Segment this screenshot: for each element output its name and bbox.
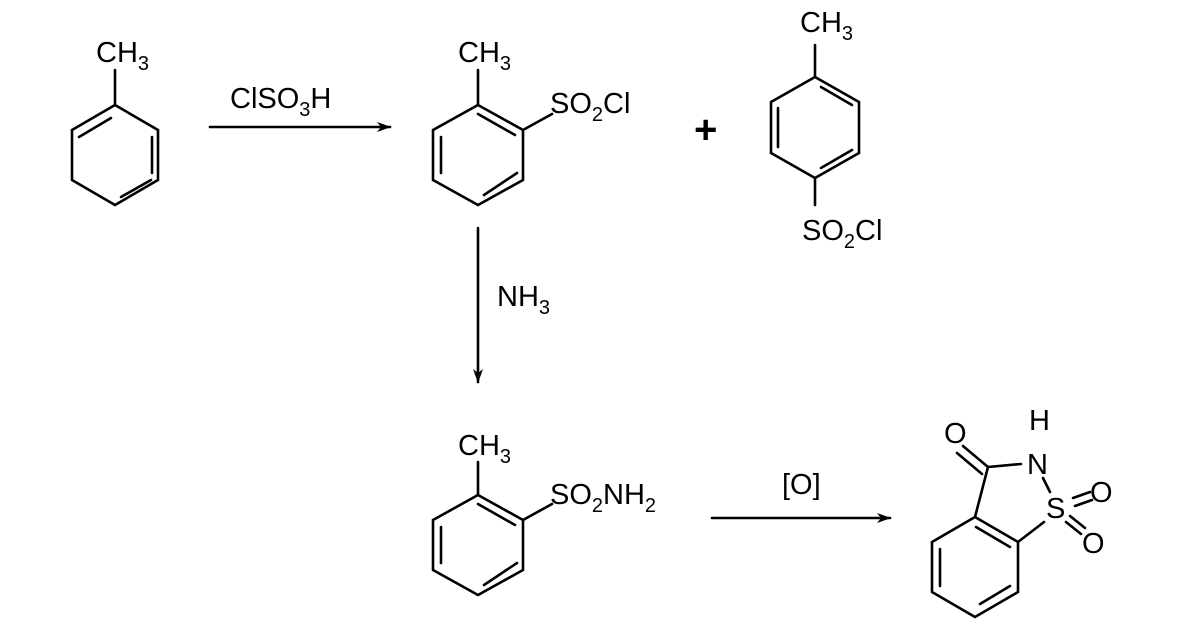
- reagent-chlorosulfonic-acid: ClSO3H: [230, 83, 331, 121]
- carbonyl-oxygen-label: O: [944, 418, 967, 450]
- sulfonamide-methyl-label: CH3: [458, 430, 511, 468]
- ortho-methyl-label: CH3: [458, 37, 511, 75]
- ortho-sulfonyl-chloride-label: SO2Cl: [550, 88, 630, 126]
- reaction-arrow-1: ClSO3H: [208, 83, 392, 132]
- reaction-arrow-2: NH3: [473, 226, 550, 384]
- sulfonyl-oxygen-2-label: O: [1082, 528, 1105, 560]
- para-sulfonyl-chloride-label: SO2Cl: [802, 215, 882, 253]
- sulfonyl-oxygen-1-label: O: [1090, 477, 1113, 509]
- imide-hydrogen-label: H: [1029, 405, 1050, 437]
- reagent-oxidation: [O]: [782, 469, 821, 501]
- reaction-arrow-3: [O]: [710, 469, 892, 523]
- nitrogen-label: N: [1027, 449, 1048, 481]
- ortho-sulfonamide-molecule: CH3 SO2NH2: [431, 430, 656, 597]
- toluene-molecule: CH3: [70, 37, 160, 207]
- plus-sign: +: [694, 108, 717, 152]
- para-methyl-label: CH3: [800, 7, 853, 45]
- sulfonamide-group-label: SO2NH2: [550, 479, 656, 517]
- sulfur-label: S: [1046, 493, 1065, 525]
- reagent-ammonia: NH3: [497, 281, 550, 319]
- ortho-sulfonyl-chloride-molecule: CH3 SO2Cl: [431, 37, 630, 207]
- toluene-methyl-label: CH3: [96, 37, 149, 75]
- saccharin-molecule: O H N S O O: [930, 405, 1113, 619]
- para-sulfonyl-chloride-molecule: CH3 SO2Cl: [769, 7, 882, 253]
